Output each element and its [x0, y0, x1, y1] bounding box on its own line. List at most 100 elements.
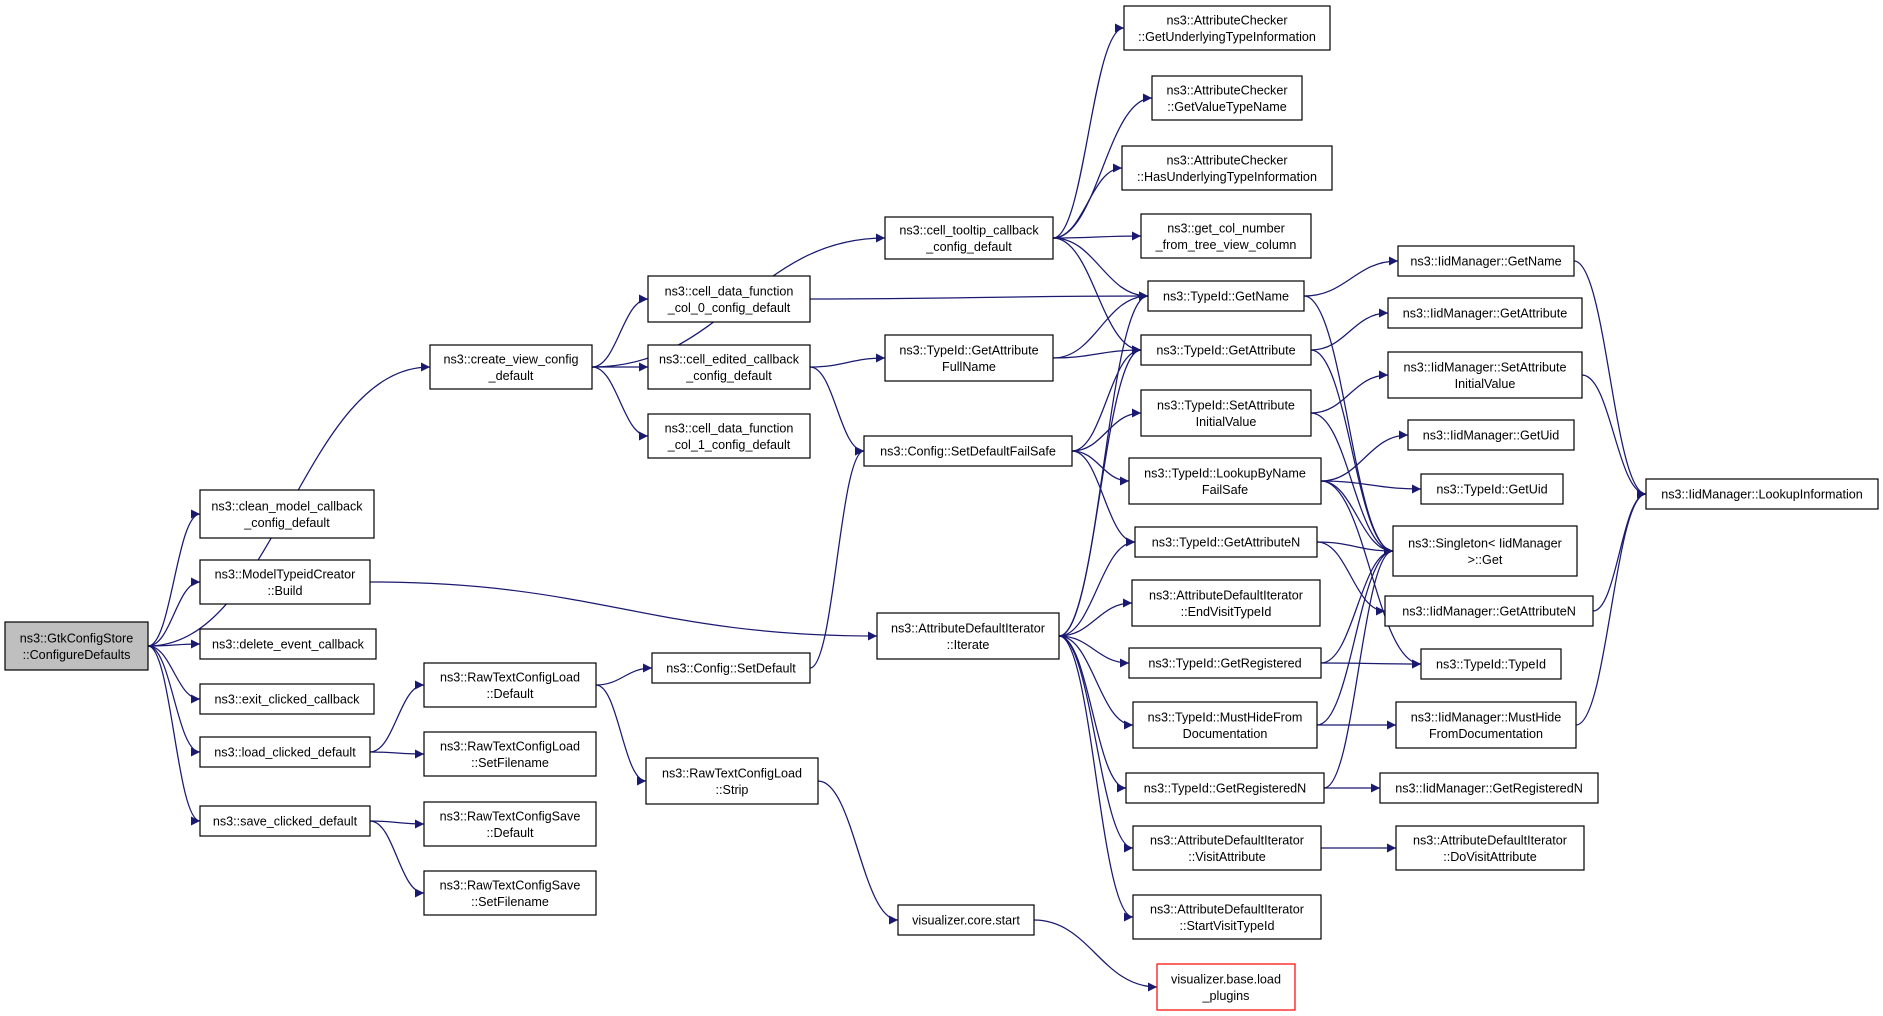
edge-iidmanager-get-attribute-n-to-iidmanager-lookup-information	[1592, 489, 1647, 612]
edge-line	[1033, 919, 1158, 992]
node-label-line: ns3::TypeId::LookupByName	[1144, 466, 1306, 480]
node-label-line: ns3::ModelTypeidCreator	[215, 567, 356, 581]
edge-line	[809, 291, 1149, 301]
node-iidmanager-must-hide-from-documentation[interactable]: ns3::IidManager::MustHideFromDocumentati…	[1395, 701, 1577, 749]
node-typeid-get-attribute-n[interactable]: ns3::TypeId::GetAttributeN	[1134, 526, 1318, 558]
node-cell-tooltip-callback[interactable]: ns3::cell_tooltip_callback_config_defaul…	[884, 216, 1054, 260]
node-adi-visit-attribute[interactable]: ns3::AttributeDefaultIterator::VisitAttr…	[1132, 825, 1322, 871]
node-raw-text-config-load-set-filename[interactable]: ns3::RawTextConfigLoad::SetFilename	[423, 731, 597, 777]
node-iidmanager-get-registered-n[interactable]: ns3::IidManager::GetRegisteredN	[1379, 772, 1599, 804]
node-config-set-default-fail-safe[interactable]: ns3::Config::SetDefaultFailSafe	[863, 435, 1073, 467]
edge-line	[147, 639, 201, 649]
node-cell-data-function-col-1[interactable]: ns3::cell_data_function_col_1_config_def…	[647, 413, 811, 459]
node-adi-do-visit-attribute[interactable]: ns3::AttributeDefaultIterator::DoVisitAt…	[1395, 825, 1585, 871]
edge-typeid-lookup-by-name-fail-safe-to-typeid-get-uid	[1320, 480, 1422, 494]
node-iidmanager-get-name[interactable]: ns3::IidManager::GetName	[1397, 245, 1575, 277]
node-iidmanager-set-attribute-initial-value[interactable]: ns3::IidManager::SetAttributeInitialValu…	[1387, 351, 1583, 399]
edge-line	[595, 684, 647, 786]
node-checker-get-underlying-type-info[interactable]: ns3::AttributeChecker::GetUnderlyingType…	[1123, 5, 1331, 51]
node-label-line: ns3::RawTextConfigLoad	[440, 670, 580, 684]
edge-gtk-configure-defaults-to-load-clicked-default	[147, 645, 201, 757]
node-label-line: ns3::AttributeDefaultIterator	[1150, 833, 1304, 847]
node-label-line: ::EndVisitTypeId	[1181, 605, 1272, 619]
edge-line	[147, 577, 201, 647]
node-save-clicked-default[interactable]: ns3::save_clicked_default	[199, 805, 371, 837]
node-raw-text-config-load-default[interactable]: ns3::RawTextConfigLoad::Default	[423, 662, 597, 708]
node-box	[423, 662, 597, 708]
node-visualizer-core-start[interactable]: visualizer.core.start	[897, 904, 1035, 936]
edge-typeid-get-registered-n-to-singleton-iidmanager-get	[1323, 546, 1394, 789]
node-gtk-configure-defaults[interactable]: ns3::GtkConfigStore::ConfigureDefaults	[4, 621, 149, 671]
node-raw-text-config-save-default[interactable]: ns3::RawTextConfigSave::Default	[423, 801, 597, 847]
node-label-line: ns3::TypeId::GetRegistered	[1148, 657, 1301, 671]
node-box	[1132, 701, 1318, 749]
edge-typeid-lookup-by-name-fail-safe-to-iidmanager-get-uid	[1320, 430, 1409, 482]
edge-line	[147, 645, 201, 704]
node-adi-start-visit-typeid[interactable]: ns3::AttributeDefaultIterator::StartVisi…	[1132, 894, 1322, 940]
node-label-line: ns3::GtkConfigStore	[20, 631, 133, 645]
edge-raw-text-config-load-strip-to-visualizer-core-start	[817, 780, 899, 925]
node-typeid-get-uid[interactable]: ns3::TypeId::GetUid	[1420, 473, 1564, 505]
node-label-line: _config_default	[925, 240, 1012, 254]
node-singleton-iidmanager-get[interactable]: ns3::Singleton< IidManager>::Get	[1392, 525, 1578, 577]
node-iidmanager-get-attribute[interactable]: ns3::IidManager::GetAttribute	[1387, 297, 1583, 329]
node-checker-get-value-type-name[interactable]: ns3::AttributeChecker::GetValueTypeName	[1151, 75, 1303, 121]
node-box	[1156, 963, 1296, 1011]
node-label-line: _plugins	[1202, 989, 1250, 1003]
node-label-line: _col_1_config_default	[667, 438, 791, 452]
node-exit-clicked-callback[interactable]: ns3::exit_clicked_callback	[199, 683, 375, 715]
node-label-line: ns3::exit_clicked_callback	[215, 693, 361, 707]
node-clean-model-callback[interactable]: ns3::clean_model_callback_config_default	[199, 489, 375, 539]
edge-gtk-configure-defaults-to-save-clicked-default	[147, 645, 201, 826]
node-iidmanager-lookup-information[interactable]: ns3::IidManager::LookupInformation	[1645, 478, 1879, 510]
edge-typeid-set-attribute-initial-value-to-singleton-iidmanager-get	[1310, 412, 1394, 556]
node-raw-text-config-load-strip[interactable]: ns3::RawTextConfigLoad::Strip	[645, 757, 819, 805]
node-label-line: _config_default	[685, 369, 772, 383]
node-cell-edited-callback[interactable]: ns3::cell_edited_callback_config_default	[647, 344, 811, 390]
node-label-line: ::GetUnderlyingTypeInformation	[1138, 30, 1316, 44]
node-box	[1132, 894, 1322, 940]
node-label-line: ::Default	[487, 687, 534, 701]
edge-iidmanager-set-attribute-initial-value-to-iidmanager-lookup-information	[1581, 374, 1647, 499]
node-typeid-get-registered-n[interactable]: ns3::TypeId::GetRegisteredN	[1125, 772, 1325, 804]
node-iidmanager-get-uid[interactable]: ns3::IidManager::GetUid	[1407, 419, 1575, 451]
edge-line	[1058, 635, 1134, 922]
node-label-line: ns3::delete_event_callback	[212, 638, 365, 652]
edge-line	[1581, 374, 1647, 499]
node-cell-data-function-col-0[interactable]: ns3::cell_data_function_col_0_config_def…	[647, 275, 811, 323]
edge-line	[1320, 546, 1394, 664]
edge-cell-edited-callback-to-config-set-default-fail-safe	[809, 366, 865, 456]
node-iidmanager-get-attribute-n[interactable]: ns3::IidManager::GetAttributeN	[1384, 595, 1594, 627]
node-typeid-typeid[interactable]: ns3::TypeId::TypeId	[1420, 648, 1562, 680]
edge-typeid-get-registered-to-typeid-typeid	[1320, 659, 1422, 669]
edge-line	[1071, 345, 1142, 452]
node-config-set-default[interactable]: ns3::Config::SetDefault	[651, 652, 811, 684]
edge-attribute-default-iterator-iterate-to-typeid-get-registered	[1058, 635, 1130, 668]
node-delete-event-callback[interactable]: ns3::delete_event_callback	[199, 628, 377, 660]
node-model-typeid-creator-build[interactable]: ns3::ModelTypeidCreator::Build	[199, 559, 371, 605]
node-load-clicked-default[interactable]: ns3::load_clicked_default	[199, 736, 371, 768]
node-attribute-default-iterator-iterate[interactable]: ns3::AttributeDefaultIterator::Iterate	[876, 612, 1060, 660]
edge-line	[147, 509, 201, 647]
node-label-line: ns3::cell_tooltip_callback	[899, 223, 1039, 237]
node-create-view-config-default[interactable]: ns3::create_view_config_default	[429, 344, 593, 390]
node-box	[423, 870, 597, 916]
node-raw-text-config-save-set-filename[interactable]: ns3::RawTextConfigSave::SetFilename	[423, 870, 597, 916]
node-adi-end-visit-typeid[interactable]: ns3::AttributeDefaultIterator::EndVisitT…	[1131, 579, 1321, 627]
node-visualizer-base-load-plugins[interactable]: visualizer.base.load_plugins	[1156, 963, 1296, 1011]
node-typeid-get-registered[interactable]: ns3::TypeId::GetRegistered	[1128, 647, 1322, 679]
node-label-line: ::Iterate	[947, 638, 990, 652]
node-typeid-get-attribute[interactable]: ns3::TypeId::GetAttribute	[1140, 334, 1312, 366]
node-label-line: ns3::IidManager::GetRegisteredN	[1395, 782, 1583, 796]
edge-attribute-default-iterator-iterate-to-adi-visit-attribute	[1058, 635, 1134, 853]
edge-line	[1310, 349, 1394, 556]
edge-model-typeid-creator-build-to-attribute-default-iterator-iterate	[369, 581, 878, 641]
node-typeid-get-name[interactable]: ns3::TypeId::GetName	[1147, 280, 1305, 312]
node-checker-has-underlying-type-info[interactable]: ns3::AttributeChecker::HasUnderlyingType…	[1121, 145, 1333, 191]
node-get-col-number[interactable]: ns3::get_col_number_from_tree_view_colum…	[1140, 213, 1312, 259]
node-box	[884, 216, 1054, 260]
